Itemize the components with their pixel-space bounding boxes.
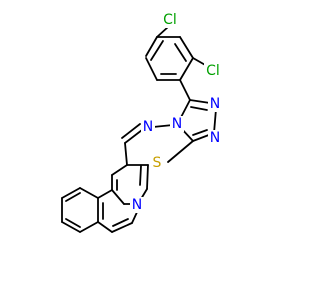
bond — [174, 43, 187, 62]
bond — [156, 26, 169, 38]
bond — [150, 40, 164, 61]
structure-canvas: Cl Cl N N N N — [61, 12, 222, 233]
bond — [167, 140, 194, 163]
bond — [190, 106, 208, 111]
nitrogen-atom: N — [130, 197, 144, 213]
chlorine-atom: Cl — [204, 63, 222, 79]
bond — [213, 108, 217, 134]
atom-symbol: N — [143, 119, 153, 135]
bond — [121, 123, 141, 139]
bond-lines — [61, 26, 217, 233]
bond — [79, 221, 99, 233]
atom-symbol: N — [172, 116, 182, 132]
nitrogen-atom: N — [208, 130, 222, 146]
bond — [65, 192, 81, 202]
chlorine-atom: Cl — [161, 12, 179, 28]
atom-symbol: Cl — [163, 12, 177, 28]
atom-symbol: Cl — [206, 63, 220, 79]
bond — [124, 129, 143, 144]
bond — [111, 164, 128, 176]
atom-symbol: N — [210, 130, 220, 146]
bond — [97, 221, 113, 233]
bond — [179, 79, 191, 101]
bond — [61, 187, 81, 199]
atom-labels: Cl Cl N N N N — [130, 12, 222, 213]
atom-symbol: S — [153, 155, 162, 171]
bond — [179, 57, 194, 81]
bond — [112, 218, 129, 227]
bond — [152, 124, 174, 128]
bond — [179, 36, 194, 59]
bond — [145, 36, 158, 57]
bond — [79, 187, 99, 199]
bond — [145, 57, 158, 81]
nitrogen-atom: N — [170, 116, 184, 132]
bond — [61, 221, 81, 233]
nitrogen-atom: N — [141, 119, 155, 135]
atom-symbol: N — [210, 96, 220, 112]
atom-symbol: N — [132, 197, 142, 213]
bond — [146, 164, 149, 190]
bond — [192, 129, 208, 136]
bond — [189, 99, 211, 104]
bond — [97, 189, 113, 199]
molecule-structure: Cl Cl N N N N — [61, 12, 222, 233]
bond — [139, 165, 142, 186]
bond — [111, 189, 125, 205]
bond — [111, 222, 133, 233]
nitrogen-atom: N — [208, 96, 222, 112]
sulfur-atom: S — [150, 155, 164, 171]
bond — [124, 142, 128, 166]
bond — [65, 218, 81, 228]
